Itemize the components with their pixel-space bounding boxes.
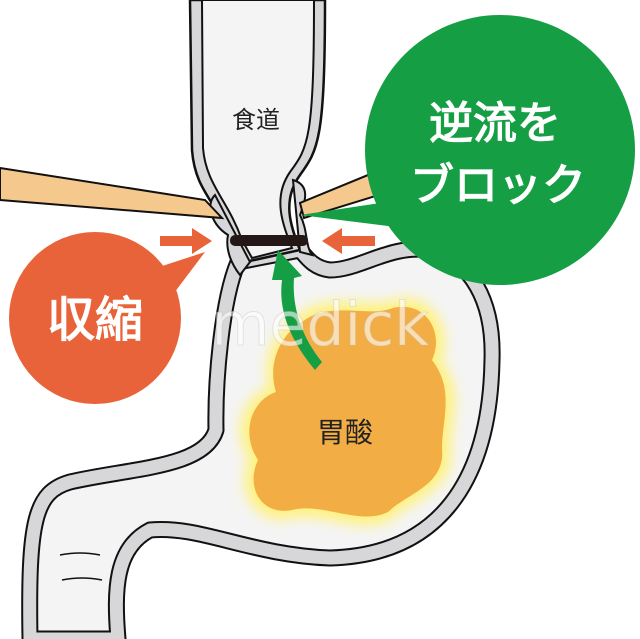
- esophagus: 食道: [188, 0, 327, 277]
- diaphragm-left: [0, 166, 225, 220]
- sphincter-band: [230, 235, 308, 246]
- contraction-bubble: 収縮: [9, 232, 205, 404]
- stomach-acid: 胃酸: [240, 298, 455, 525]
- arrow-right-icon: [160, 228, 212, 254]
- arrow-left-icon: [322, 228, 375, 254]
- duodenum-folds: [59, 552, 103, 581]
- reflux-arrow: [272, 250, 322, 370]
- watermark: medick: [211, 290, 429, 360]
- block-bubble: 逆流を ブロック: [300, 15, 635, 285]
- contraction-arrows: [160, 228, 375, 254]
- block-label-line2: ブロック: [410, 160, 586, 211]
- esophagus-label: 食道: [232, 106, 280, 134]
- stomach-acid-label: 胃酸: [317, 416, 373, 449]
- contraction-label: 収縮: [47, 292, 143, 348]
- block-label-line1: 逆流を: [429, 98, 561, 149]
